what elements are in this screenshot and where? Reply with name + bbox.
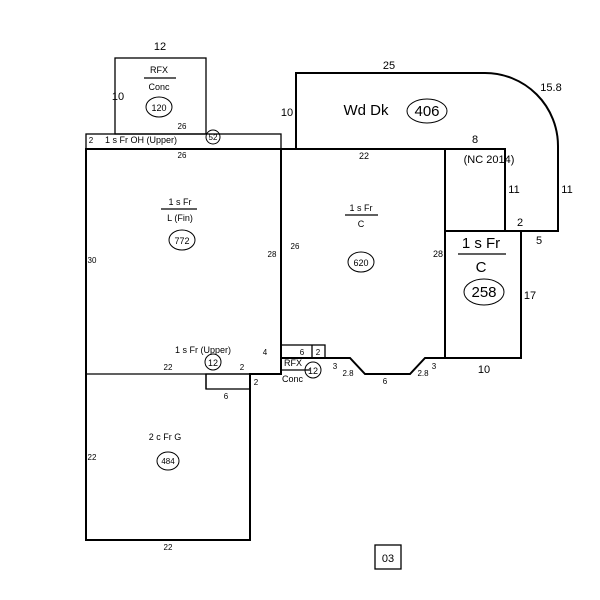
dim-notch-2: 2	[316, 348, 321, 357]
garage-area: 484	[161, 457, 175, 466]
dim-upper-2: 2	[240, 363, 245, 372]
dim-oh-bottom: 26	[178, 151, 187, 160]
dim-center-right: 28	[433, 249, 443, 259]
dim-step-6: 6	[383, 377, 388, 386]
center-area-oval	[347, 251, 375, 273]
rfx-area-oval	[145, 96, 173, 118]
dim-garage-bottom: 22	[164, 543, 173, 552]
upper-area-oval	[204, 353, 222, 371]
upper-label: 1 s Fr (Upper)	[175, 345, 231, 355]
dim-living-right: 28	[268, 250, 277, 259]
right-area-oval	[463, 278, 505, 306]
dim-right-17: 17	[524, 290, 536, 302]
right-area: 258	[471, 284, 496, 301]
page-label: 03	[382, 553, 394, 565]
deck-area-oval	[406, 98, 448, 124]
dim-oh-top: 26	[178, 122, 187, 131]
rfx-small-area-oval	[304, 361, 322, 379]
dim-center-left: 26	[291, 242, 300, 251]
notch-lower-rect	[205, 373, 251, 390]
dim-deck-inner-top: 8	[472, 134, 478, 146]
dim-garage-left: 22	[88, 453, 97, 462]
dim-step-3a: 3	[333, 362, 338, 371]
rfx-desc: Conc	[148, 82, 170, 92]
dim-bottom-10: 10	[478, 364, 490, 376]
center-code: 1 s Fr	[349, 203, 372, 213]
rfx-small-code: RFX	[284, 358, 302, 368]
dim-deck-inner-bottom: 2	[517, 217, 523, 229]
dim-notch-6: 6	[300, 348, 305, 357]
dim-deck-arc: 15.8	[540, 82, 561, 94]
right-desc: C	[476, 259, 487, 276]
dim-deck-inner-right: 11	[508, 184, 519, 196]
wood-deck-outline	[295, 72, 559, 232]
dim-rfx-top: 12	[154, 41, 166, 53]
rfx-code: RFX	[150, 65, 168, 75]
page-label-box	[374, 544, 402, 570]
dim-living-left: 30	[88, 256, 97, 265]
living-desc: L (Fin)	[167, 213, 193, 223]
dim-deck-top: 25	[383, 60, 395, 72]
center-desc: C	[358, 219, 365, 229]
garage-code: 2 c Fr G	[149, 432, 182, 442]
rfx-small-desc: Conc	[282, 374, 304, 384]
nc-note: (NC 2014)	[464, 154, 515, 166]
rfx-area: 120	[151, 103, 166, 113]
garage-area-oval	[156, 451, 180, 471]
right-code: 1 s Fr	[462, 235, 500, 252]
deck-code: Wd Dk	[344, 102, 390, 119]
living-area: 772	[174, 236, 189, 246]
notch-upper-rect	[280, 344, 326, 359]
dim-small-6: 6	[224, 392, 229, 401]
dim-garage-top: 22	[164, 363, 173, 372]
oh-area: 52	[209, 133, 218, 142]
living-area-oval	[168, 229, 196, 251]
dim-upper-4: 4	[263, 348, 268, 357]
dim-step-28a: 2.8	[342, 369, 354, 378]
oh-label: 1 s Fr OH (Upper)	[105, 135, 177, 145]
right-section-outline	[445, 230, 522, 359]
dim-step-3b: 3	[432, 362, 437, 371]
dim-right-5: 5	[536, 235, 542, 247]
dim-main-22: 22	[359, 151, 369, 161]
upper-area: 12	[208, 358, 218, 368]
dim-small-2: 2	[254, 378, 259, 387]
dim-deck-right: 11	[561, 184, 572, 196]
center-section-outline	[281, 148, 446, 375]
deck-area: 406	[414, 103, 439, 120]
living-code: 1 s Fr	[168, 197, 191, 207]
oh-area-oval	[205, 129, 221, 145]
center-area: 620	[353, 258, 368, 268]
dim-deck-left: 10	[281, 107, 293, 119]
rfx-small-area: 12	[308, 366, 318, 376]
dim-oh-left: 2	[89, 136, 94, 145]
dim-rfx-left: 10	[112, 91, 124, 103]
dim-step-28b: 2.8	[417, 369, 429, 378]
